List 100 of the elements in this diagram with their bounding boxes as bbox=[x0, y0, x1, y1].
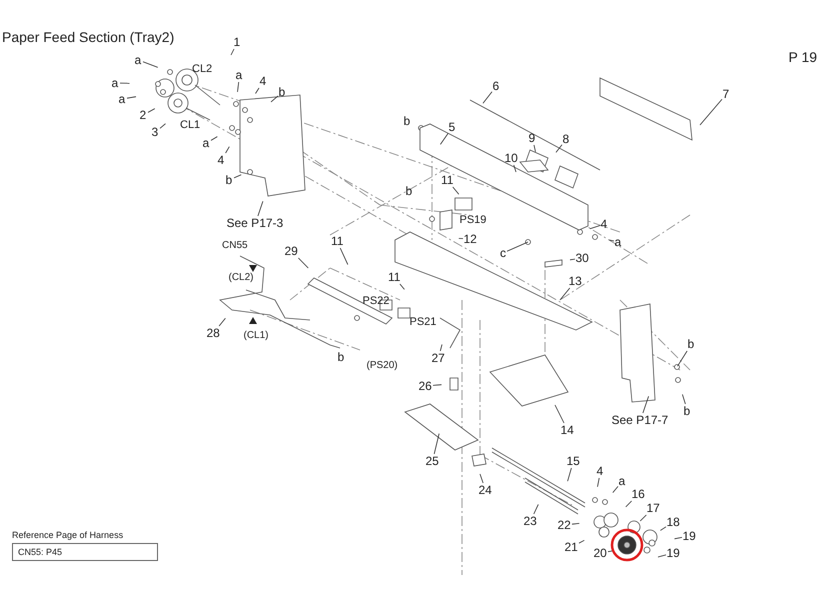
leader-line bbox=[608, 550, 612, 552]
callout-number: 3 bbox=[150, 125, 160, 139]
callout-number: 19 bbox=[666, 546, 681, 560]
callout-number: 7 bbox=[722, 87, 730, 101]
reference-note: See P17-3 bbox=[226, 216, 284, 230]
callout-number: b bbox=[278, 85, 286, 99]
leader-line bbox=[560, 288, 570, 300]
leader-line bbox=[640, 514, 647, 522]
callout-number: b bbox=[224, 173, 234, 187]
callout-number: 20 bbox=[592, 546, 608, 560]
page-number: P 19 bbox=[788, 50, 818, 64]
leader-line bbox=[258, 200, 264, 216]
leader-line bbox=[440, 344, 442, 352]
callout-number: 4 bbox=[600, 217, 608, 231]
leader-line bbox=[677, 350, 688, 367]
callout-number: 12 bbox=[462, 232, 478, 246]
wire-end-label: (CL1) bbox=[244, 331, 269, 341]
callout-number: 9 bbox=[528, 131, 536, 145]
callout-number: a bbox=[202, 136, 210, 150]
leader-line bbox=[570, 258, 576, 260]
leader-line bbox=[590, 225, 600, 230]
callout-number: 22 bbox=[556, 518, 572, 532]
leader-line bbox=[434, 433, 440, 454]
callout-number: 10 bbox=[504, 151, 519, 165]
leader-line bbox=[674, 537, 682, 540]
callout-number: 11 bbox=[387, 270, 402, 284]
callout-number: 15 bbox=[566, 454, 581, 468]
leader-line bbox=[120, 82, 130, 84]
leader-line bbox=[658, 554, 666, 558]
callout-number: a bbox=[234, 68, 244, 82]
callout-number: 11 bbox=[330, 234, 344, 248]
callout-number: 28 bbox=[206, 326, 221, 340]
leader-line bbox=[625, 500, 632, 508]
leader-line bbox=[225, 146, 230, 154]
callout-number: 25 bbox=[424, 454, 440, 468]
callout-number: 23 bbox=[522, 514, 538, 528]
leader-line bbox=[567, 468, 572, 482]
diagram-title: Paper Feed Section (Tray2) bbox=[2, 30, 174, 44]
leader-line bbox=[556, 144, 562, 153]
clutch-label: CL1 bbox=[180, 120, 200, 130]
leader-line bbox=[298, 258, 309, 268]
leader-line bbox=[554, 404, 564, 424]
callout-number: 4 bbox=[596, 464, 604, 478]
connector-label: CN55 bbox=[222, 241, 248, 251]
leader-line bbox=[700, 98, 722, 126]
callout-number: 21 bbox=[564, 540, 579, 554]
sensor-label: PS21 bbox=[410, 316, 436, 328]
sensor-label: PS22 bbox=[362, 296, 390, 306]
callout-number: 19 bbox=[682, 529, 697, 543]
leader-line bbox=[255, 88, 260, 94]
table-heading: Reference Page of Harness bbox=[12, 530, 124, 540]
leader-line bbox=[612, 486, 618, 493]
leader-line bbox=[148, 108, 156, 113]
callout-number: 2 bbox=[138, 108, 148, 122]
leader-line bbox=[482, 91, 492, 104]
leader-line bbox=[506, 242, 528, 252]
wire-end-label: (CL2) bbox=[228, 273, 254, 283]
sensor-label: PS19 bbox=[460, 214, 486, 226]
leader-line bbox=[458, 238, 464, 239]
callout-number: b bbox=[686, 337, 696, 351]
leader-line bbox=[452, 186, 460, 195]
callout-number: 8 bbox=[562, 132, 570, 146]
callout-number: a bbox=[618, 474, 626, 488]
callout-number: 5 bbox=[448, 120, 456, 134]
leader-line bbox=[480, 474, 484, 484]
callout-number: 16 bbox=[630, 487, 646, 501]
callout-number: 17 bbox=[646, 501, 661, 515]
callout-number: a bbox=[110, 76, 120, 90]
callout-number: 29 bbox=[284, 244, 299, 258]
leader-line bbox=[218, 318, 226, 326]
screw-letter: b bbox=[338, 351, 344, 363]
callout-number: 26 bbox=[418, 379, 433, 393]
leader-line bbox=[660, 526, 666, 531]
callout-number: a bbox=[134, 53, 142, 67]
leader-line bbox=[237, 82, 240, 92]
clutch-label: CL2 bbox=[192, 64, 212, 74]
callout-number: a bbox=[614, 235, 622, 249]
leader-line bbox=[400, 284, 405, 290]
leader-line bbox=[682, 394, 686, 404]
callout-number: 24 bbox=[478, 483, 493, 497]
callout-number: 4 bbox=[258, 74, 268, 88]
reference-note: See P17-7 bbox=[610, 413, 670, 427]
leader-line bbox=[270, 96, 278, 102]
leader-line bbox=[432, 384, 442, 386]
leader-line bbox=[597, 478, 600, 488]
callout-number: 18 bbox=[666, 515, 681, 529]
callout-number: 27 bbox=[430, 351, 446, 365]
callout-number: 6 bbox=[492, 79, 500, 93]
leader-line bbox=[340, 248, 348, 265]
leader-line bbox=[230, 48, 234, 56]
screw-letter: b bbox=[404, 115, 410, 127]
leader-line bbox=[513, 164, 516, 172]
leader-line bbox=[234, 174, 242, 178]
screw-letter: b bbox=[406, 185, 412, 197]
leader-line bbox=[572, 523, 580, 525]
leader-line bbox=[642, 396, 649, 414]
leader-line bbox=[210, 136, 218, 141]
leader-line bbox=[126, 96, 136, 99]
leader-line bbox=[142, 61, 158, 68]
leader-line bbox=[578, 540, 585, 544]
